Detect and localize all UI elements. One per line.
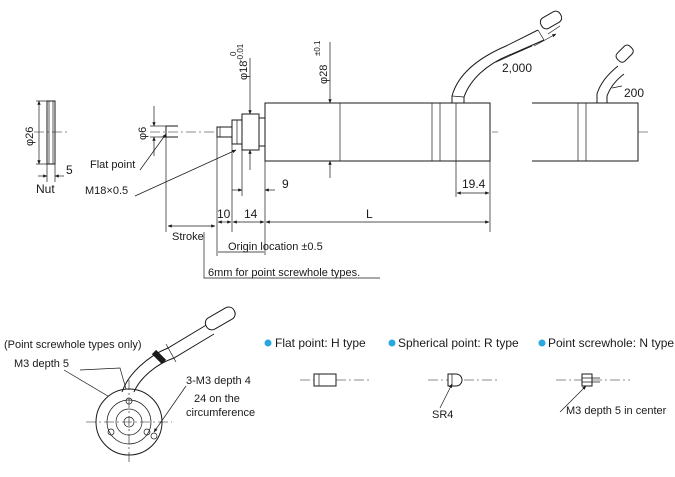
sr4-label: SR4	[432, 409, 453, 421]
nut-label: Nut	[36, 182, 55, 196]
m3-depth5-label: M3 depth 5	[14, 358, 69, 370]
nut-drawing: φ26 5 Nut	[24, 100, 73, 196]
thread-label: M18×0.5	[85, 185, 128, 197]
point-only-note: (Point screwhole types only)	[4, 339, 142, 351]
dim-9-label: 9	[282, 177, 289, 191]
body-diameter-label: φ28	[318, 65, 330, 84]
length-label: L	[366, 207, 373, 221]
origin-location-label: Origin location ±0.5	[228, 241, 323, 253]
nut-width-label: 5	[66, 163, 73, 177]
screwhole-note-label: 6mm for point screwhole types.	[208, 267, 360, 279]
rod-diameter-label: φ6	[137, 127, 149, 140]
tip-h-label: Flat point: H type	[275, 336, 366, 350]
end-view: (Point screwhole types only) M3 depth 5 …	[4, 306, 255, 465]
collar-tolerance-lower: -0.01	[236, 43, 245, 62]
dim-19-4-label: 19.4	[462, 177, 486, 191]
stroke-label: Stroke	[172, 231, 204, 243]
tip-n-label: Point screwhole: N type	[548, 336, 674, 350]
circumference-line2: circumference	[186, 407, 255, 419]
collar-tolerance-upper: 0	[229, 51, 238, 56]
cable-length-label: 2,000	[502, 61, 532, 75]
dim-14-label: 14	[244, 207, 258, 221]
m3x3-label: 3-M3 depth 4	[186, 375, 251, 387]
dim-10-label: 10	[217, 207, 231, 221]
flat-point-label: Flat point	[90, 159, 135, 171]
circumference-line1: 24 on the	[194, 393, 240, 405]
body-tolerance-label: ±0.1	[313, 40, 322, 56]
actuator-side-view: φ6 φ18 0 -0.01 φ28 ±0.1	[85, 10, 648, 279]
bullet-icon	[538, 339, 546, 347]
collar-diameter-label: φ18	[238, 61, 250, 80]
tip-types: Flat point: H type Spherical point: R ty…	[264, 336, 674, 421]
n-type-callout: M3 depth 5 in center	[566, 405, 667, 417]
nut-diameter-label: φ26	[24, 127, 36, 146]
bullet-icon	[388, 339, 396, 347]
cable-bend-label: 200	[624, 86, 644, 100]
tip-r-label: Spherical point: R type	[398, 336, 519, 350]
bullet-icon	[264, 339, 272, 347]
